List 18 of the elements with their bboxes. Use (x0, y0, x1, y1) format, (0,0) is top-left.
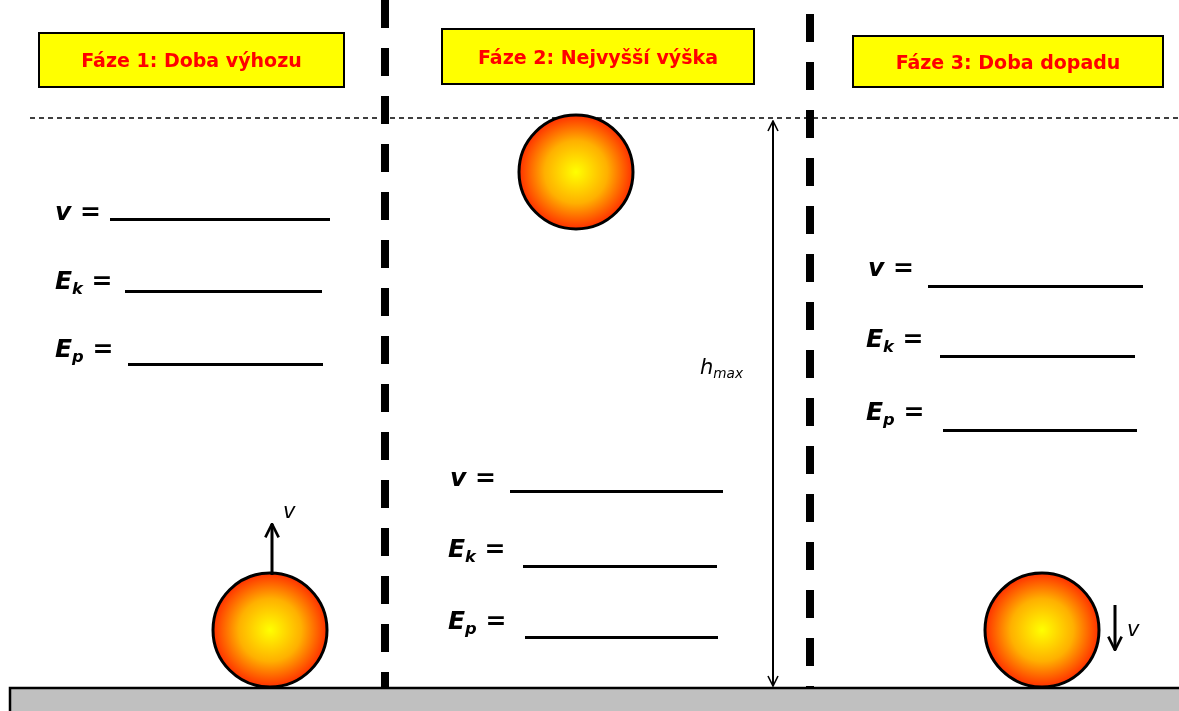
ball (211, 571, 329, 689)
velocity-label: v (283, 499, 296, 525)
quantity-label: E$_{k}$ = (448, 533, 506, 567)
height-label: h$_{max}$ (700, 354, 744, 382)
quantity-label: E$_{p}$ = (866, 396, 925, 430)
phase-heading-box: Fáze 1: Doba výhozu (38, 32, 345, 88)
phase-heading-box: Fáze 3: Doba dopadu (852, 35, 1164, 88)
ball (517, 113, 635, 231)
ball (983, 571, 1101, 689)
quantity-label: E$_{p}$ = (448, 605, 507, 639)
quantity-label: v = (868, 253, 914, 283)
quantity-label: E$_{k}$ = (55, 265, 113, 299)
quantity-label: E$_{k}$ = (866, 323, 924, 357)
quantity-label: v = (450, 463, 496, 493)
phase-heading-box: Fáze 2: Nejvyšší výška (441, 28, 755, 85)
velocity-label: v (1127, 617, 1140, 643)
quantity-label: v = (55, 197, 101, 227)
quantity-label: E$_{p}$ = (55, 333, 114, 367)
